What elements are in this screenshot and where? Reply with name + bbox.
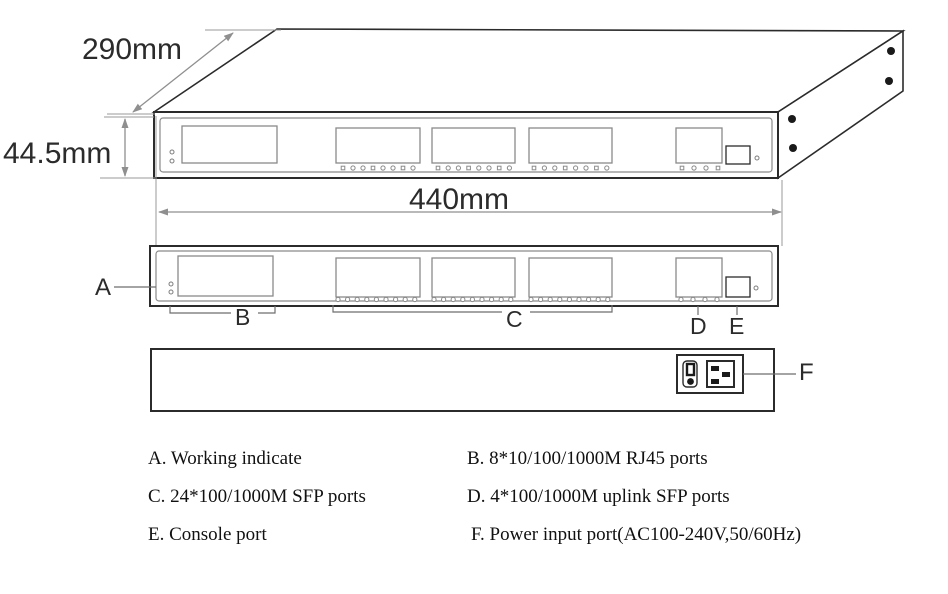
width-dimension-label: 440mm bbox=[409, 183, 510, 216]
port-indicators bbox=[531, 165, 610, 171]
dimension-depth bbox=[107, 29, 281, 115]
mounting-holes bbox=[788, 47, 895, 152]
legend-item-b: B. 8*10/100/1000M RJ45 ports bbox=[467, 448, 708, 469]
legend-item-d: D. 4*100/1000M uplink SFP ports bbox=[467, 486, 730, 507]
port-indicators bbox=[340, 165, 416, 171]
depth-dimension-label: 290mm bbox=[82, 33, 183, 66]
bracket-c bbox=[332, 305, 613, 313]
rear-chassis bbox=[150, 348, 775, 412]
sfp-port-block-2 bbox=[431, 127, 516, 164]
port-indicators bbox=[435, 165, 512, 171]
port-indicators bbox=[335, 296, 418, 303]
console-port bbox=[725, 145, 751, 165]
legend-item-f: F. Power input port(AC100-240V,50/60Hz) bbox=[471, 524, 802, 545]
port-indicators bbox=[678, 296, 720, 303]
top-face bbox=[151, 28, 906, 113]
legend-item-e: E. Console port bbox=[148, 524, 267, 545]
uplink-sfp-block bbox=[675, 127, 723, 164]
rj45-port-block bbox=[181, 125, 278, 164]
sfp-port-block-1 bbox=[335, 127, 421, 164]
bracket-b bbox=[169, 306, 276, 314]
callout-b: B bbox=[235, 304, 251, 330]
console-port bbox=[725, 276, 751, 298]
dimension-height bbox=[100, 116, 155, 179]
legend-item-a: A. Working indicate bbox=[148, 448, 302, 469]
port-indicators bbox=[679, 165, 721, 171]
port-indicators bbox=[528, 296, 611, 303]
callout-c: C bbox=[506, 306, 523, 332]
front-view bbox=[149, 245, 779, 307]
uplink-sfp-block bbox=[675, 257, 723, 298]
front-panel bbox=[159, 117, 773, 173]
status-leds bbox=[168, 281, 174, 295]
rj45-port-block bbox=[177, 255, 274, 297]
dimension-width bbox=[155, 116, 783, 246]
console-led bbox=[754, 155, 760, 161]
port-indicators bbox=[431, 296, 514, 303]
sfp-port-block-1 bbox=[335, 257, 421, 298]
sfp-port-block-3 bbox=[528, 127, 613, 164]
callout-lines bbox=[114, 286, 738, 315]
sfp-port-block-2 bbox=[431, 257, 516, 298]
sfp-port-block-3 bbox=[528, 257, 613, 298]
legend-item-c: C. 24*100/1000M SFP ports bbox=[148, 486, 366, 507]
perspective-view bbox=[151, 28, 906, 180]
height-dimension-label: 44.5mm bbox=[3, 137, 112, 170]
callout-f: F bbox=[799, 359, 814, 386]
rear-view bbox=[150, 348, 796, 412]
callout-e: E bbox=[729, 313, 745, 339]
console-led bbox=[753, 285, 759, 291]
callout-a: A bbox=[95, 274, 112, 301]
callout-d: D bbox=[690, 313, 707, 339]
depth-arrow bbox=[132, 32, 234, 113]
power-input-module bbox=[676, 354, 744, 394]
status-leds bbox=[169, 149, 175, 164]
